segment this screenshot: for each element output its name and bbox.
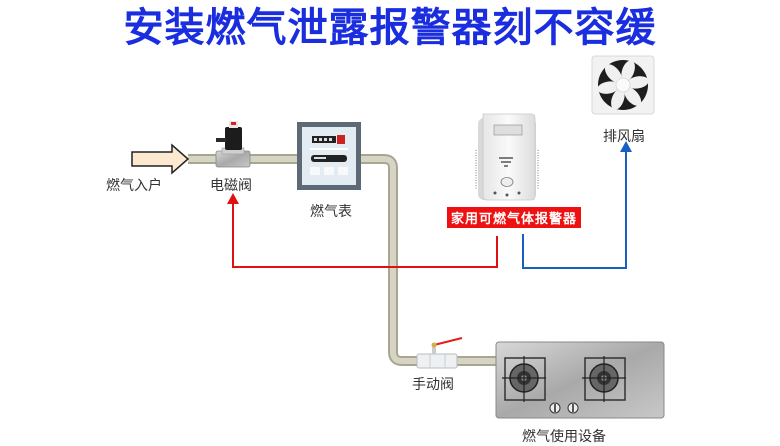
burner-right — [582, 356, 626, 402]
inlet-arrow-icon — [131, 143, 190, 175]
gas-pipe — [188, 154, 500, 366]
exhaust-fan-icon — [591, 55, 655, 115]
manual-valve-icon — [416, 337, 463, 369]
signal-line-to-valve — [227, 193, 498, 268]
arrowhead-up-icon — [620, 141, 632, 152]
burner-left — [502, 356, 546, 402]
manual-valve-label: 手动阀 — [412, 377, 454, 393]
gas-alarm-icon — [475, 113, 539, 201]
solenoid-valve-label: 电磁阀 — [210, 178, 252, 194]
arrowhead-up-icon — [227, 193, 239, 204]
gas-stove-icon — [495, 341, 665, 419]
gas-meter-icon — [297, 122, 361, 190]
exhaust-fan-label: 排风扇 — [603, 129, 645, 145]
solenoid-valve-icon — [215, 121, 251, 168]
stove-knob-left[interactable] — [549, 402, 561, 414]
gas-appliance-label: 燃气使用设备 — [522, 429, 606, 445]
gas-alarm-label: 家用可燃气体报警器 — [447, 207, 582, 228]
stove-knob-right[interactable] — [567, 402, 579, 414]
page-title: 安装燃气泄露报警器刻不容缓 — [123, 5, 657, 51]
gas-inlet-label: 燃气入户 — [106, 178, 162, 194]
gas-meter-label: 燃气表 — [310, 204, 352, 220]
signal-line-to-fan — [522, 141, 632, 269]
